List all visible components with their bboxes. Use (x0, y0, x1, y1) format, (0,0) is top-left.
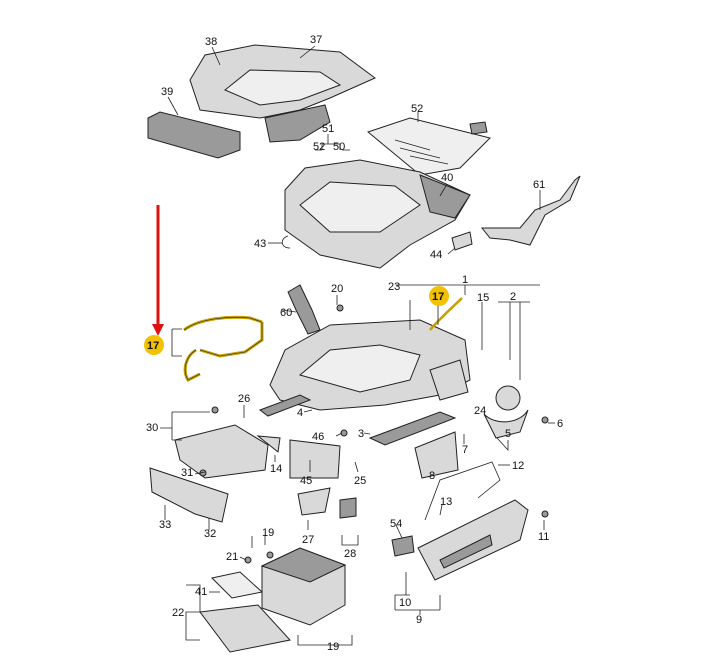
label-50: 50 (333, 141, 345, 153)
label-51: 51 (322, 123, 334, 135)
label-15: 15 (477, 292, 489, 304)
label-39: 39 (161, 86, 173, 98)
label-14: 14 (270, 463, 282, 475)
label-7: 7 (462, 444, 468, 456)
label-46: 46 (312, 431, 324, 443)
label-9: 9 (416, 614, 422, 626)
label-27: 27 (302, 534, 314, 546)
label-6: 6 (557, 418, 563, 430)
label-23: 23 (388, 281, 400, 293)
label-61: 61 (533, 179, 545, 191)
label-41: 41 (195, 586, 207, 598)
label-4: 4 (297, 407, 303, 419)
leader-lines (160, 45, 555, 646)
label-44: 44 (430, 249, 442, 261)
label-12: 12 (512, 460, 524, 472)
belt-buckle-part (287, 284, 321, 335)
label-22: 22 (172, 607, 184, 619)
label-32: 32 (204, 528, 216, 540)
label-8: 8 (429, 470, 435, 482)
trim-cap-part (256, 435, 341, 516)
lever-part (424, 461, 501, 521)
label-52-small: 52 (313, 141, 325, 153)
label-40: 40 (441, 172, 453, 184)
fastener-parts (199, 304, 549, 564)
storage-tray-part (199, 571, 291, 653)
label-28: 28 (344, 548, 356, 560)
side-trim-part (417, 499, 529, 581)
label-52-top: 52 (411, 103, 423, 115)
highlight-circle-17-right (429, 286, 449, 306)
label-2: 2 (510, 291, 516, 303)
control-box-part (260, 547, 347, 626)
label-19-top: 19 (262, 527, 274, 539)
heater-mat-part (366, 117, 491, 176)
label-21: 21 (226, 551, 238, 563)
label-43: 43 (254, 238, 266, 250)
label-20: 20 (331, 283, 343, 295)
cover-panel-part (149, 424, 269, 523)
part-labels: 1 2 3 4 5 6 7 8 9 10 11 12 13 14 15 17 1… (146, 34, 563, 653)
label-37: 37 (310, 34, 322, 46)
switch-part (391, 535, 415, 557)
cushion-foam-part (189, 44, 376, 143)
label-30: 30 (146, 422, 158, 434)
label-33: 33 (159, 519, 171, 531)
red-pointer-arrow (152, 205, 164, 336)
label-17-right: 17 (432, 291, 444, 303)
label-1: 1 (462, 274, 468, 286)
label-3: 3 (358, 428, 364, 440)
label-26: 26 (238, 393, 250, 405)
label-24: 24 (474, 405, 486, 417)
label-54: 54 (390, 518, 402, 530)
seat-frame-part (258, 319, 471, 446)
bracket-part (451, 231, 473, 251)
cable-part (480, 175, 581, 246)
label-5: 5 (505, 428, 511, 440)
label-13: 13 (440, 496, 452, 508)
label-11: 11 (538, 531, 549, 543)
label-10: 10 (399, 597, 411, 609)
highlight-circle-17-left (144, 335, 164, 355)
clip-part (281, 235, 291, 249)
seat-cover-part (284, 159, 471, 269)
handle-part (414, 431, 459, 479)
label-45: 45 (300, 475, 312, 487)
motor-part (339, 385, 529, 519)
label-17-left: 17 (147, 340, 159, 352)
cushion-pad-part (147, 111, 241, 159)
label-31: 31 (181, 467, 193, 479)
label-19-bottom: 19 (327, 641, 339, 653)
label-25: 25 (354, 475, 366, 487)
label-60: 60 (280, 307, 292, 319)
wiring-harness-part (183, 297, 463, 382)
label-38: 38 (205, 36, 217, 48)
